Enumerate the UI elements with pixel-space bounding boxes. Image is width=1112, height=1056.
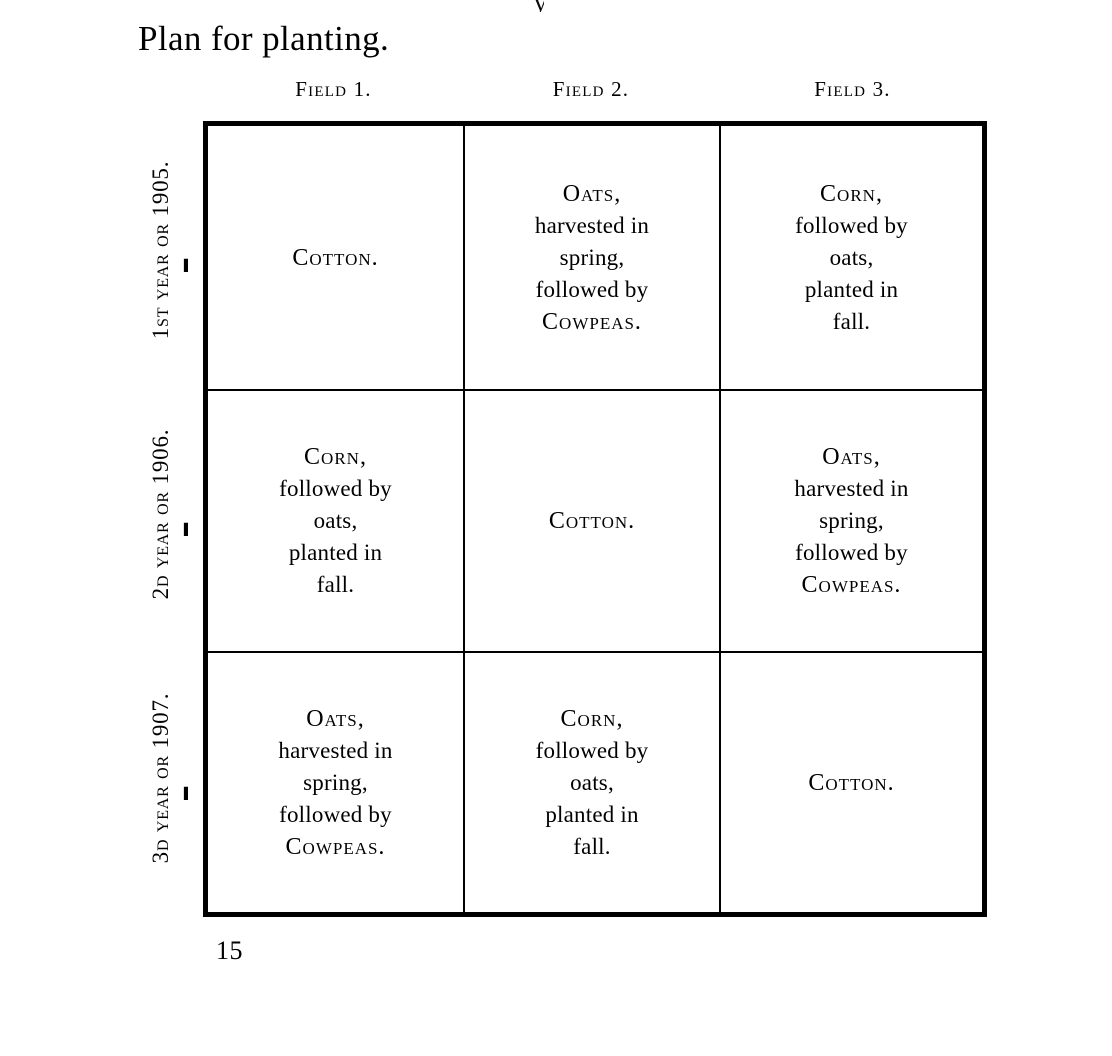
cell-year3-field3: Cotton. <box>721 653 982 912</box>
table-row: Cotton. Oats, harvested in spring, followed… <box>208 126 982 391</box>
cell-year2-field3: Oats, harvested in spring, followed by Cowpe… <box>721 391 982 651</box>
cell-text-line: Oats, <box>822 444 881 470</box>
cell-year1-field2: Oats, harvested in spring, followed by Cowpe… <box>465 126 721 389</box>
cell-text-line: followed by <box>795 212 908 238</box>
table-row: Corn, followed by oats, planted in fall. Cot… <box>208 391 982 653</box>
cell-text-line: followed by <box>279 801 392 827</box>
cell-text-line: fall. <box>316 572 355 597</box>
planting-plan-table: Cotton. Oats, harvested in spring, followed… <box>203 121 987 917</box>
column-header-field-1: Field 1. <box>295 77 372 101</box>
cell-text-line: planted in <box>804 276 899 302</box>
cell-text-line: fall. <box>573 833 611 859</box>
cell-text-line: Corn, <box>304 444 367 470</box>
cell-text-line: Cotton. <box>292 244 379 271</box>
cell-year2-field1: Corn, followed by oats, planted in fall. <box>208 391 465 651</box>
cell-text-line: Cowpeas. <box>801 572 902 598</box>
cell-text-line: Corn, <box>560 705 624 732</box>
cell-year1-field1: Cotton. <box>208 126 465 389</box>
cell-year2-field2: Cotton. <box>465 391 721 651</box>
cell-text-line: harvested in <box>794 476 909 501</box>
cell-text-line: followed by <box>795 540 908 565</box>
brace-icon: { <box>166 392 188 644</box>
cell-text-line: spring, <box>819 508 884 533</box>
cell-text-line: oats, <box>570 769 614 795</box>
column-header-row: Field 1. Field 2. Field 3. <box>205 76 985 108</box>
cell-text-line: fall. <box>832 308 871 334</box>
row-label-gutter: 1st year or 1905. { 2d year or 1906. { 3… <box>118 122 206 915</box>
column-header-field-3: Field 3. <box>814 77 891 101</box>
cell-text-line: followed by <box>535 276 649 302</box>
cell-text-line: harvested in <box>534 212 650 238</box>
cell-year3-field2: Corn, followed by oats, planted in fall. <box>465 653 721 912</box>
row-label-group-year-3: 3d year or 1907. { <box>118 650 206 914</box>
cell-text-line: planted in <box>288 540 383 565</box>
cell-text-line: Oats, <box>306 705 365 732</box>
cell-text-line: oats, <box>313 508 358 533</box>
cell-text-line: Corn, <box>820 180 883 207</box>
cell-text-line: Cowpeas. <box>285 833 386 860</box>
cell-text-line: followed by <box>535 737 649 763</box>
scan-artifact: y <box>534 0 544 12</box>
cell-text-line: oats, <box>829 244 874 270</box>
brace-icon: { <box>166 656 188 908</box>
cell-text-line: harvested in <box>278 737 393 763</box>
page-title: Plan for planting. <box>138 19 390 58</box>
column-header-field-2: Field 2. <box>552 77 630 101</box>
page-number: 15 <box>216 936 243 965</box>
row-label-group-year-1: 1st year or 1905. { <box>118 122 206 386</box>
table-row: Oats, harvested in spring, followed by Cowpe… <box>208 653 982 912</box>
cell-text-line: Oats, <box>562 180 622 207</box>
cell-year3-field1: Oats, harvested in spring, followed by Cowpe… <box>208 653 465 912</box>
brace-icon: { <box>166 128 188 380</box>
cell-year1-field3: Corn, followed by oats, planted in fall. <box>721 126 982 389</box>
cell-text-line: followed by <box>279 476 392 501</box>
cell-text-line: spring, <box>559 244 625 270</box>
cell-text-line: Cotton. <box>548 508 636 534</box>
cell-text-line: Cotton. <box>808 769 895 796</box>
cell-text-line: planted in <box>545 801 639 827</box>
cell-text-line: Cowpeas. <box>542 308 642 335</box>
row-label-group-year-2: 2d year or 1906. { <box>118 386 206 650</box>
cell-text-line: spring, <box>303 769 368 795</box>
